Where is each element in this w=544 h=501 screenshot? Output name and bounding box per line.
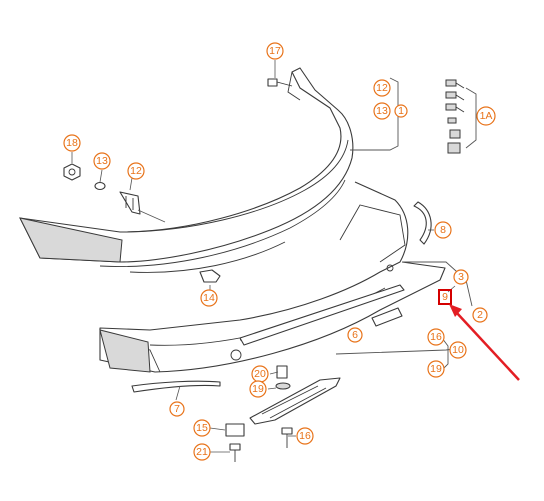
diffuser-10	[249, 377, 341, 425]
reflector	[371, 307, 403, 327]
svg-text:19: 19	[252, 383, 264, 395]
callout-16-right[interactable]: 16	[427, 328, 445, 346]
callout-9[interactable]: 9	[442, 291, 448, 303]
callout-19-lower[interactable]: 19	[249, 380, 267, 398]
svg-text:9: 9	[442, 291, 448, 303]
svg-text:10: 10	[452, 344, 464, 356]
screw-21	[229, 443, 241, 462]
red-arrow	[449, 304, 520, 381]
svg-text:19: 19	[430, 363, 442, 375]
svg-text:1A: 1A	[480, 110, 493, 122]
clip-15	[225, 423, 245, 437]
svg-text:13: 13	[96, 155, 108, 167]
svg-text:8: 8	[440, 224, 446, 236]
upper-bumper-cover	[19, 67, 354, 273]
callout-1[interactable]: 1	[394, 104, 408, 118]
washer-13	[94, 181, 106, 191]
svg-text:21: 21	[196, 446, 208, 458]
callout-1A[interactable]: 1A	[476, 106, 496, 126]
svg-text:3: 3	[458, 271, 464, 283]
svg-text:7: 7	[174, 403, 180, 415]
svg-text:2: 2	[477, 309, 483, 321]
callout-15[interactable]: 15	[193, 419, 211, 437]
callout-8[interactable]: 8	[434, 221, 452, 239]
callout-3[interactable]: 3	[453, 269, 469, 285]
svg-text:12: 12	[130, 165, 142, 177]
highlight-box	[438, 289, 452, 305]
svg-text:20: 20	[254, 368, 266, 380]
callout-10[interactable]: 10	[449, 341, 467, 359]
svg-text:16: 16	[299, 430, 311, 442]
callout-7[interactable]: 7	[169, 401, 185, 417]
clip-20	[275, 365, 291, 390]
molding-strip-6	[239, 284, 405, 346]
callout-12-left[interactable]: 12	[127, 162, 145, 180]
callout-13-top[interactable]: 13	[373, 102, 391, 120]
svg-text:17: 17	[269, 45, 281, 57]
callout-20[interactable]: 20	[251, 365, 269, 383]
svg-text:14: 14	[203, 292, 215, 304]
trim-strip-7	[131, 380, 221, 393]
leader-lines	[71, 60, 477, 453]
svg-text:12: 12	[376, 82, 388, 94]
callout-12-top[interactable]: 12	[373, 79, 391, 97]
clip-14	[199, 269, 221, 283]
svg-text:15: 15	[196, 422, 208, 434]
screw-set-1A	[445, 79, 465, 154]
callout-18[interactable]: 18	[63, 134, 81, 152]
svg-text:18: 18	[66, 137, 78, 149]
svg-text:13: 13	[376, 105, 388, 117]
svg-text:16: 16	[430, 331, 442, 343]
nut-18	[63, 163, 81, 181]
svg-text:1: 1	[398, 105, 404, 117]
trim-strip-8	[413, 201, 432, 245]
callout-13-left[interactable]: 13	[93, 152, 111, 170]
callout-16-lower[interactable]: 16	[296, 427, 314, 445]
callout-6[interactable]: 6	[347, 327, 363, 343]
screw-17	[267, 78, 293, 87]
callout-2[interactable]: 2	[472, 307, 488, 323]
callout-14[interactable]: 14	[200, 289, 218, 307]
svg-text:6: 6	[352, 329, 358, 341]
callout-19-right[interactable]: 19	[427, 360, 445, 378]
callout-17[interactable]: 17	[266, 42, 284, 60]
screw-16	[281, 427, 293, 448]
callout-21[interactable]: 21	[193, 443, 211, 461]
stud-bracket-12	[119, 191, 166, 223]
